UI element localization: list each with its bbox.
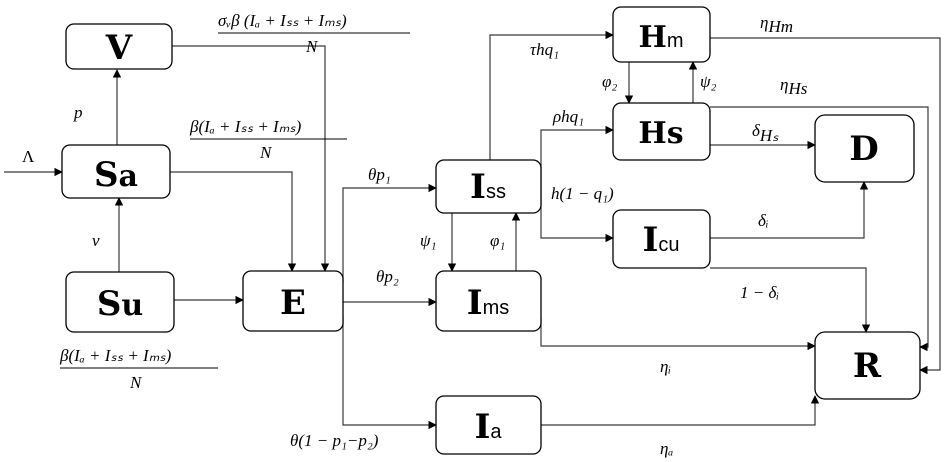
node-d-label: D [849,129,878,169]
node-icu[interactable]: Icu [612,209,711,269]
label-rho-hq1: ρhq₁ [552,107,584,126]
edge-iss-hm [489,30,614,160]
node-ims[interactable]: Ims [435,270,542,332]
label-beta-su-numerator: β(Iₐ + Iₛₛ + Iₘₛ) [59,346,172,365]
node-su[interactable]: Su [65,271,175,333]
label-one-minus-delta-i: 1 − δᵢ [740,283,779,302]
label-phi1: φ₁ [490,231,505,250]
label-delta-hs: δHₛ [752,121,779,145]
edge-icu-d [710,181,869,239]
node-d[interactable]: D [814,114,915,183]
node-hm[interactable]: Hm [612,6,711,63]
edge-iss-hs [540,125,614,183]
edge-v-e [172,45,330,272]
label-sigma-numerator: σᵥβ (Iₐ + Iₛₛ + Iₘₛ) [218,11,347,30]
label-eta-i: ηᵢ [660,357,671,376]
node-iss-label: Iss [470,167,506,207]
node-e[interactable]: E [242,270,344,332]
label-beta-su-denominator: N [129,373,143,392]
label-lambda: Λ [22,147,35,166]
label-psi1: ψ₁ [420,231,436,250]
edge-icu-r [710,267,871,333]
label-phi2: φ₂ [602,72,617,91]
node-sa-label: Sa [94,155,138,195]
label-eta-hs: ηHs [780,75,808,98]
label-tau-hq1: τhq₁ [530,40,559,59]
node-ims-label: Ims [467,283,510,323]
node-ia[interactable]: Ia [435,395,542,455]
node-icu-label: Icu [642,220,679,260]
label-p: p [73,103,83,122]
node-ia-label: Ia [474,407,502,447]
node-hs-label: Hs [638,116,683,151]
edge-e-iss [342,183,437,283]
label-nu: ν [92,231,100,250]
edge-labels: Λ p ν σᵥβ (Iₐ + Iₛₛ + Iₘₛ) N β(Iₐ + Iₛₛ … [22,11,808,458]
label-beta-sa-denominator: N [259,143,273,162]
edge-sa-e [170,171,297,272]
label-beta-sa-numerator: β(Iₐ + Iₛₛ + Iₘₛ) [189,117,302,136]
node-r[interactable]: R [814,331,921,400]
label-theta-rest: θ(1 − p₁−p₂) [290,431,379,450]
label-delta-i: δᵢ [758,211,769,230]
node-r-label: R [853,346,882,386]
label-eta-hm: ηHm [760,13,793,36]
node-su-label: Su [97,284,143,324]
node-iss[interactable]: Iss [435,159,542,214]
edges [4,30,941,430]
node-v-label: V [105,28,133,68]
label-h-1-q1: h(1 − q₁) [551,184,614,203]
node-e-label: E [280,283,306,323]
node-hm-label: Hm [638,20,683,55]
edge-ims-r [540,318,816,351]
node-v[interactable]: V [65,23,173,70]
edge-ia-r [541,395,820,426]
node-sa[interactable]: Sa [61,144,171,199]
edge-hm-r [710,37,941,375]
node-hs[interactable]: Hs [612,102,711,161]
edge-e-ia [342,316,437,430]
label-theta-p1: θp₁ [368,165,391,184]
label-psi2: ψ₂ [700,72,717,91]
label-sigma-denominator: N [305,37,319,56]
label-eta-a: ηₐ [660,439,673,458]
edge-hs-r [710,106,929,352]
label-theta-p2: θp₂ [376,267,399,286]
